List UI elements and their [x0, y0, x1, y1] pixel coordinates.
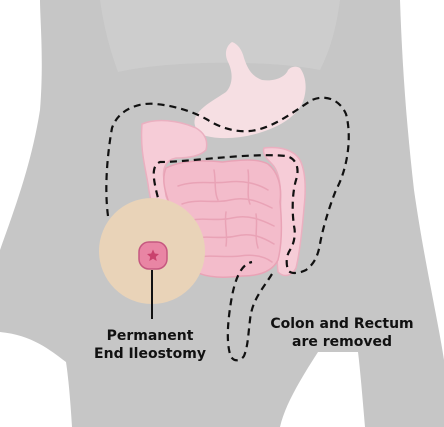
ileostomy-label: Permanent End Ileostomy [80, 327, 220, 363]
removed-label-line1: Colon and Rectum [262, 315, 422, 333]
body-shading [100, 0, 340, 72]
ileostomy-label-line1: Permanent [80, 327, 220, 345]
removed-label-line2: are removed [262, 333, 422, 351]
removed-label: Colon and Rectum are removed [262, 315, 422, 351]
ileostomy-label-line2: End Ileostomy [80, 345, 220, 363]
